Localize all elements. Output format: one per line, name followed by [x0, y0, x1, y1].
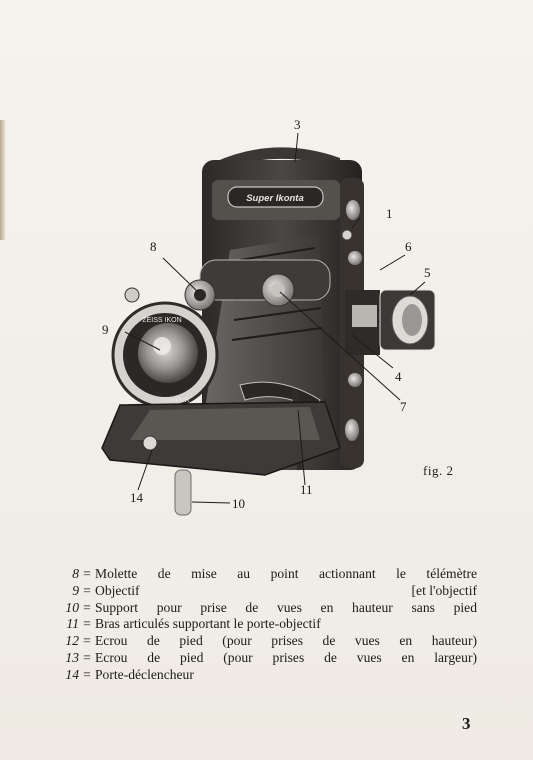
page-number: 3: [462, 714, 471, 733]
legend-row: 9 = Objectif [et l'objectif: [45, 583, 477, 600]
legend-row: 13 = Ecrou de pied (pour prises de vues …: [45, 650, 477, 667]
legend-row: 10 = Support pour prise de vues en haute…: [45, 600, 477, 617]
cable-release-socket: [142, 435, 158, 451]
figure-caption: fig. 2: [423, 463, 454, 478]
callout-8: 8: [150, 239, 157, 254]
callout-5: 5: [424, 265, 431, 280]
legend-description: Ecrou de pied (pour prises de vues en ha…: [95, 633, 477, 649]
legend-equals: =: [83, 649, 91, 665]
callout-4: 4: [395, 369, 402, 384]
legend-description: Bras articulés supportant le porte-objec…: [95, 616, 321, 632]
callout-1: 1: [386, 206, 393, 221]
lens-ring-text: ZEISS IKON: [142, 317, 181, 324]
callout-10: 10: [232, 496, 245, 511]
callout-3: 3: [294, 117, 301, 132]
legend-equals: =: [83, 666, 91, 682]
callout-6: 6: [405, 239, 412, 254]
callout-9: 9: [102, 322, 109, 337]
legend-number: 13: [65, 649, 79, 665]
legend-number: 14: [65, 666, 79, 682]
brand-plate: [227, 186, 324, 208]
legend-description-continuation: [et l'objectif: [411, 582, 477, 598]
legend-description: Ecrou de pied (pour prises de vues en la…: [95, 649, 477, 665]
shutter-text: COMPUR: [161, 397, 190, 404]
legend-equals: =: [83, 616, 91, 632]
legend-description: Objectif [et l'objectif: [95, 583, 477, 600]
camera-drawing: Super Ikonta: [101, 132, 436, 516]
callout-11: 11: [300, 482, 313, 497]
lens-glass: [138, 323, 198, 383]
carry-strap: [215, 147, 340, 172]
legend-description: Porte-déclencheur: [95, 666, 194, 682]
binding-edge: [0, 120, 6, 240]
legend-number: 11: [66, 616, 79, 632]
callout-14: 14: [130, 490, 143, 505]
legend-equals: =: [83, 582, 91, 598]
legend-description-text: Objectif: [95, 582, 140, 598]
legend-equals: =: [83, 633, 91, 649]
legend-number: 12: [65, 633, 79, 649]
callout-7: 7: [400, 399, 407, 414]
legend-number: 8: [72, 566, 79, 581]
legend-number: 9: [72, 582, 79, 598]
legend-row: 11 = Bras articulés supportant le porte-…: [45, 616, 477, 633]
legend-number: 10: [65, 599, 79, 615]
legend-description: Support pour prise de vues en hauteur sa…: [95, 599, 477, 615]
legend-equals: =: [83, 599, 91, 615]
legend-description: Molette de mise au point actionnant le t…: [95, 566, 477, 581]
shutter-release-button: [341, 229, 353, 241]
parts-legend: 8 = Molette de mise au point actionnant …: [45, 566, 477, 684]
brand-label: Super Ikonta: [246, 193, 304, 204]
legend-equals: =: [83, 566, 91, 581]
camera-illustration: Super Ikonta: [90, 110, 480, 530]
legend-row: 14 = Porte-déclencheur: [45, 667, 477, 684]
legend-row: 8 = Molette de mise au point actionnant …: [45, 566, 477, 583]
legend-row: 12 = Ecrou de pied (pour prises de vues …: [45, 633, 477, 650]
support-leg: [174, 469, 192, 516]
